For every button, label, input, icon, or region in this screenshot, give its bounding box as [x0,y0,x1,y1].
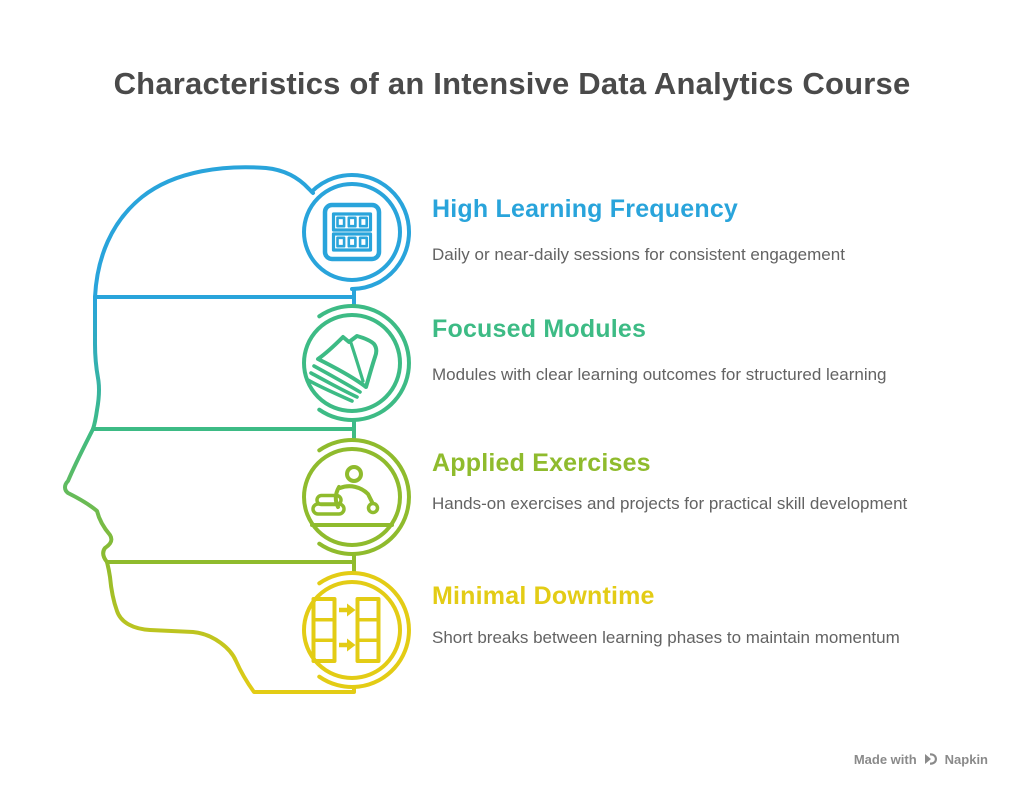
icon-circle [302,313,402,413]
columns-transfer-icon [311,597,381,663]
item-description: Hands-on exercises and projects for prac… [432,494,908,513]
icon-circle [302,580,402,680]
section-2 [91,304,411,431]
item-title: Applied Exercises [432,449,651,477]
arrow-right-icon [339,638,356,652]
made-with-text: Made with [853,751,917,767]
circle-wrap [317,438,411,556]
head-outline [63,165,356,694]
item-title: Focused Modules [432,315,647,343]
item-4: Minimal Downtime [432,581,932,611]
item-description: Modules with clear learning outcomes for… [432,365,887,384]
item-title: High Learning Frequency [432,195,739,223]
schedule-grid-icon [322,202,382,262]
icon-circle [302,447,402,547]
page-title: Characteristics of an Intensive Data Ana… [113,66,911,101]
circle-wrap [317,571,411,689]
section-4 [302,571,411,689]
item-3: Applied Exercises [432,448,932,478]
open-book-icon [306,334,379,403]
brand-text: Napkin [944,751,988,767]
item-description: Short breaks between learning phases to … [432,628,900,647]
arrow-right-icon [339,603,356,617]
circle-wrap [309,173,411,291]
made-with-napkin-watermark: Made with Napkin [854,751,988,767]
icon-circle [302,182,402,282]
napkin-logo-icon [924,753,937,765]
item-title: Minimal Downtime [432,582,655,610]
section-1 [93,173,411,299]
circle-wrap [317,304,411,422]
item-1: High Learning Frequency [432,194,932,224]
item-2: Focused Modules [432,314,932,344]
item-description: Daily or near-daily sessions for consist… [432,245,845,264]
exercise-person-icon [310,465,394,527]
section-3 [105,438,411,564]
